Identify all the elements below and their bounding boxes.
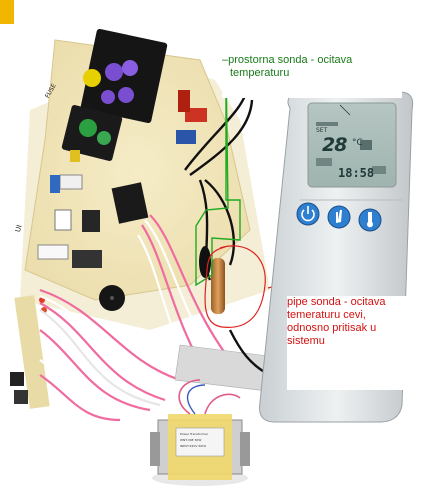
indicator-board	[14, 295, 50, 409]
dip-connector	[72, 250, 102, 268]
pipe-sensor-annotation-line2: temeraturu cevi,	[287, 309, 366, 321]
blue-connector	[176, 130, 196, 144]
hand-icon	[336, 210, 342, 223]
pipe-sensor-annotation-line1: pipe sonda - ocitava	[287, 296, 386, 308]
remote-set-label: SET	[316, 127, 328, 134]
red-terminal-2	[178, 90, 190, 112]
ir-receiver	[10, 372, 24, 386]
room-sensor-outline	[195, 61, 241, 287]
remote-temperature: 28	[322, 134, 347, 156]
ic-chip-small	[82, 210, 100, 232]
room-sensor-probe	[199, 246, 211, 278]
green-knob	[79, 119, 97, 137]
transformer	[150, 379, 250, 486]
room-sensor-annotation: –prostorna sonda - ocitava temperaturu	[222, 54, 402, 98]
pipe-sensor-annotation: pipe sonda - ocitava temeraturu cevi, od…	[287, 296, 407, 390]
remote-unit: °C	[352, 138, 363, 148]
purple-knob-2	[122, 60, 138, 76]
pipe-sensor-probe	[211, 258, 225, 314]
purple-knob-1	[105, 63, 123, 81]
power-icon	[301, 206, 315, 222]
push-button	[14, 390, 28, 404]
thermometer-icon	[367, 212, 373, 228]
room-sensor-annotation-line2: temperaturu	[230, 67, 290, 79]
connector-row	[37, 244, 69, 260]
connector-white	[59, 174, 83, 190]
corner-accent	[0, 0, 14, 24]
yellow-knob	[83, 69, 101, 87]
white-header	[54, 209, 72, 231]
pipe-sensor-circle	[204, 245, 266, 328]
pipe-sensor-annotation-line3: odnosno pritisak u	[287, 322, 377, 334]
blue-capacitor	[50, 175, 60, 193]
remote-time: 18:58	[338, 166, 375, 180]
transformer-label-2: WNT-30E 30W	[180, 438, 202, 442]
green-knob-2	[97, 131, 111, 145]
yellow-component	[70, 150, 80, 162]
transformer-label-3: INPUT:220V 50Hz	[180, 444, 207, 448]
red-terminal-1	[185, 108, 207, 122]
transformer-label-1: Power Transformer	[180, 432, 209, 436]
purple-knob-4	[101, 90, 115, 104]
room-sensor-annotation-line1: –prostorna sonda - ocitava	[222, 54, 353, 66]
pipe-sensor-annotation-line4: sistemu	[287, 335, 325, 347]
purple-knob-3	[118, 87, 134, 103]
buzzer-hole	[110, 296, 114, 300]
ic-chip	[111, 182, 149, 224]
